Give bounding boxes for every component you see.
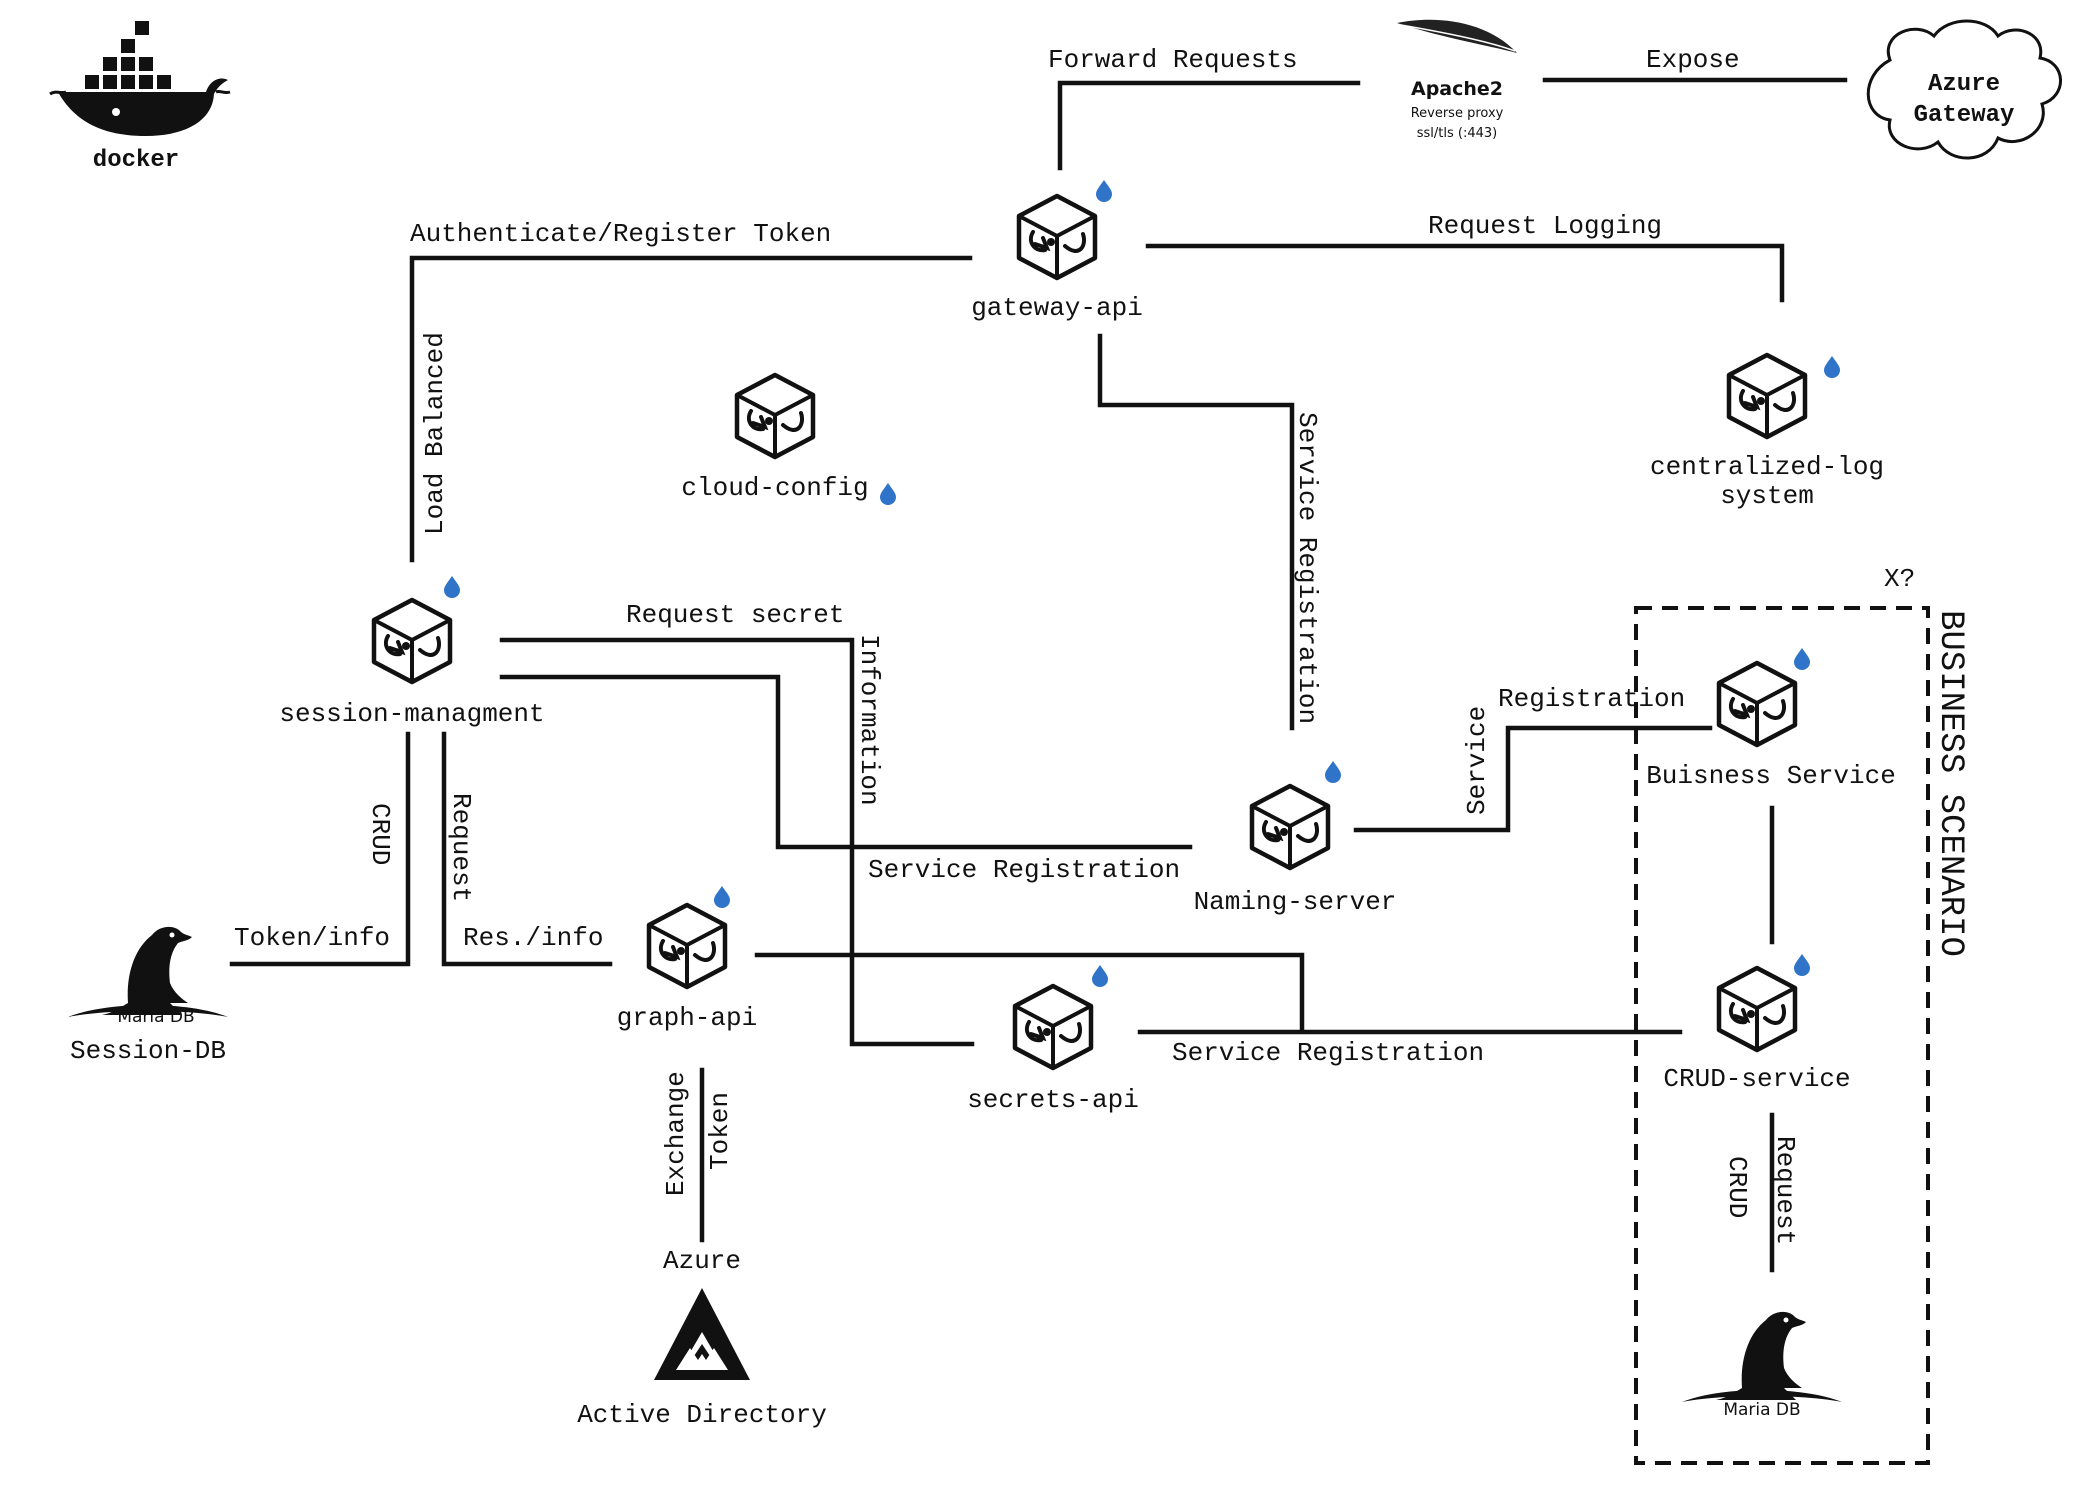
label-request-right: Request (1770, 1136, 1800, 1245)
azure-ad-icon (654, 1288, 750, 1380)
business-scenario-marker: X? (1884, 564, 1915, 594)
edge-session-graph (441, 731, 613, 967)
label-token-info: Token/info (234, 923, 390, 953)
apache-node: Apache2 Reverse proxy ssl/tls (:443) (1397, 19, 1517, 141)
node-label-line-2: system (1720, 481, 1814, 511)
microservice-cube-icon (1729, 355, 1805, 437)
droplet-icon (1092, 965, 1108, 987)
edge-request-secret (499, 637, 975, 1047)
droplet-icon (1325, 761, 1341, 783)
edge-session-db (229, 731, 411, 967)
label-service-registration-vertical: Service Registration (1292, 412, 1322, 724)
label-expose: Expose (1646, 45, 1740, 75)
node-secrets-api[interactable]: secrets-api (967, 965, 1139, 1115)
edge-gateway-naming (1097, 333, 1295, 731)
node-centralized-log[interactable]: centralized-log system (1650, 355, 1884, 511)
node-gateway-api[interactable]: gateway-api (971, 180, 1143, 323)
droplet-icon (1794, 954, 1810, 976)
node-label: session-managment (279, 699, 544, 729)
azure-gateway-node: Azure Gateway (1866, 19, 2062, 160)
node-naming-server[interactable]: Naming-server (1194, 761, 1397, 917)
docker-logo: docker (49, 19, 231, 174)
node-label-line-1: centralized-log (1650, 452, 1884, 482)
node-label: gateway-api (971, 293, 1143, 323)
label-service-registration-mid: Service Registration (868, 855, 1180, 885)
node-label: Naming-server (1194, 887, 1397, 917)
label-token: Token (705, 1092, 735, 1170)
business-db[interactable]: Maria DB (1682, 1311, 1842, 1420)
session-db[interactable]: Maria DB Session-DB (68, 926, 228, 1066)
node-label: Buisness Service (1646, 761, 1896, 791)
microservice-cube-icon (1019, 196, 1095, 278)
label-auth-register-token: Authenticate/Register Token (410, 219, 831, 249)
microservice-cube-icon (649, 905, 725, 987)
node-business-service[interactable]: Buisness Service (1646, 648, 1896, 791)
azure-ad-bottom: Active Directory (577, 1400, 827, 1430)
azure-gateway-line-1: Azure (1928, 71, 2000, 98)
node-session-management[interactable]: session-managment (279, 576, 545, 729)
label-service-registration-bottom: Service Registration (1172, 1038, 1484, 1068)
node-label: secrets-api (967, 1085, 1139, 1115)
label-exchange: Exchange (661, 1071, 691, 1196)
session-db-label: Session-DB (70, 1036, 226, 1066)
microservice-cube-icon (374, 600, 450, 682)
label-crud-left: CRUD (365, 803, 395, 865)
droplet-icon (714, 886, 730, 908)
label-request-logging: Request Logging (1428, 211, 1662, 241)
label-information: Information (854, 634, 884, 806)
microservice-cube-icon (1719, 968, 1795, 1050)
node-label: graph-api (617, 1003, 757, 1033)
edge-session-naming (499, 674, 1193, 850)
droplet-icon (1096, 180, 1112, 202)
apache-subtitle-2: ssl/tls (:443) (1417, 126, 1498, 141)
apache-title: Apache2 (1411, 78, 1503, 100)
mariadb-seal-icon (68, 926, 228, 1017)
label-registration: Registration (1498, 684, 1685, 714)
node-crud-service[interactable]: CRUD-service (1663, 954, 1851, 1094)
microservice-cube-icon (737, 375, 813, 457)
label-load-balanced: Load Balanced (420, 332, 450, 535)
label-forward-requests: Forward Requests (1048, 45, 1298, 75)
edge-forward-requests (1057, 80, 1361, 171)
droplet-icon (1794, 648, 1810, 670)
apache-subtitle-1: Reverse proxy (1411, 106, 1504, 121)
node-label: CRUD-service (1663, 1064, 1850, 1094)
node-label: cloud-config (681, 473, 868, 503)
droplet-icon (444, 576, 460, 598)
droplet-icon (880, 483, 896, 505)
azure-ad-top: Azure (663, 1246, 741, 1276)
droplet-icon (1824, 356, 1840, 378)
docker-whale-icon (58, 92, 214, 136)
edge-request-logging (1145, 243, 1785, 303)
azure-ad-node[interactable]: Azure Active Directory (577, 1246, 827, 1430)
edge-naming-business (1353, 725, 1713, 833)
label-service-vertical: Service (1462, 706, 1492, 815)
edge-labels: Forward Requests Expose Authenticate/Reg… (234, 45, 1800, 1245)
business-scenario-title: BUSINESS SCENARIO (1931, 610, 1969, 957)
business-scenario-box (1634, 606, 1930, 1465)
node-cloud-config[interactable]: cloud-config (681, 375, 896, 505)
label-request-secret: Request secret (626, 600, 844, 630)
session-db-brand: Maria DB (117, 1007, 194, 1027)
azure-gateway-line-2: Gateway (1914, 102, 2015, 129)
label-crud-right: CRUD (1722, 1156, 1752, 1218)
edge-auth-load-balanced (409, 255, 973, 563)
label-request-left: Request (446, 793, 476, 902)
microservice-cube-icon (1252, 786, 1328, 868)
mariadb-seal-icon (1682, 1311, 1842, 1402)
node-graph-api[interactable]: graph-api (617, 886, 757, 1033)
business-db-brand: Maria DB (1723, 1400, 1800, 1420)
microservice-cube-icon (1015, 986, 1091, 1068)
microservice-cube-icon (1719, 663, 1795, 745)
edge-graph-crud (754, 952, 1305, 1033)
connector-lines (229, 77, 1848, 1273)
docker-label: docker (93, 147, 179, 174)
cloud-icon (1866, 19, 2062, 160)
label-res-info: Res./info (463, 923, 603, 953)
